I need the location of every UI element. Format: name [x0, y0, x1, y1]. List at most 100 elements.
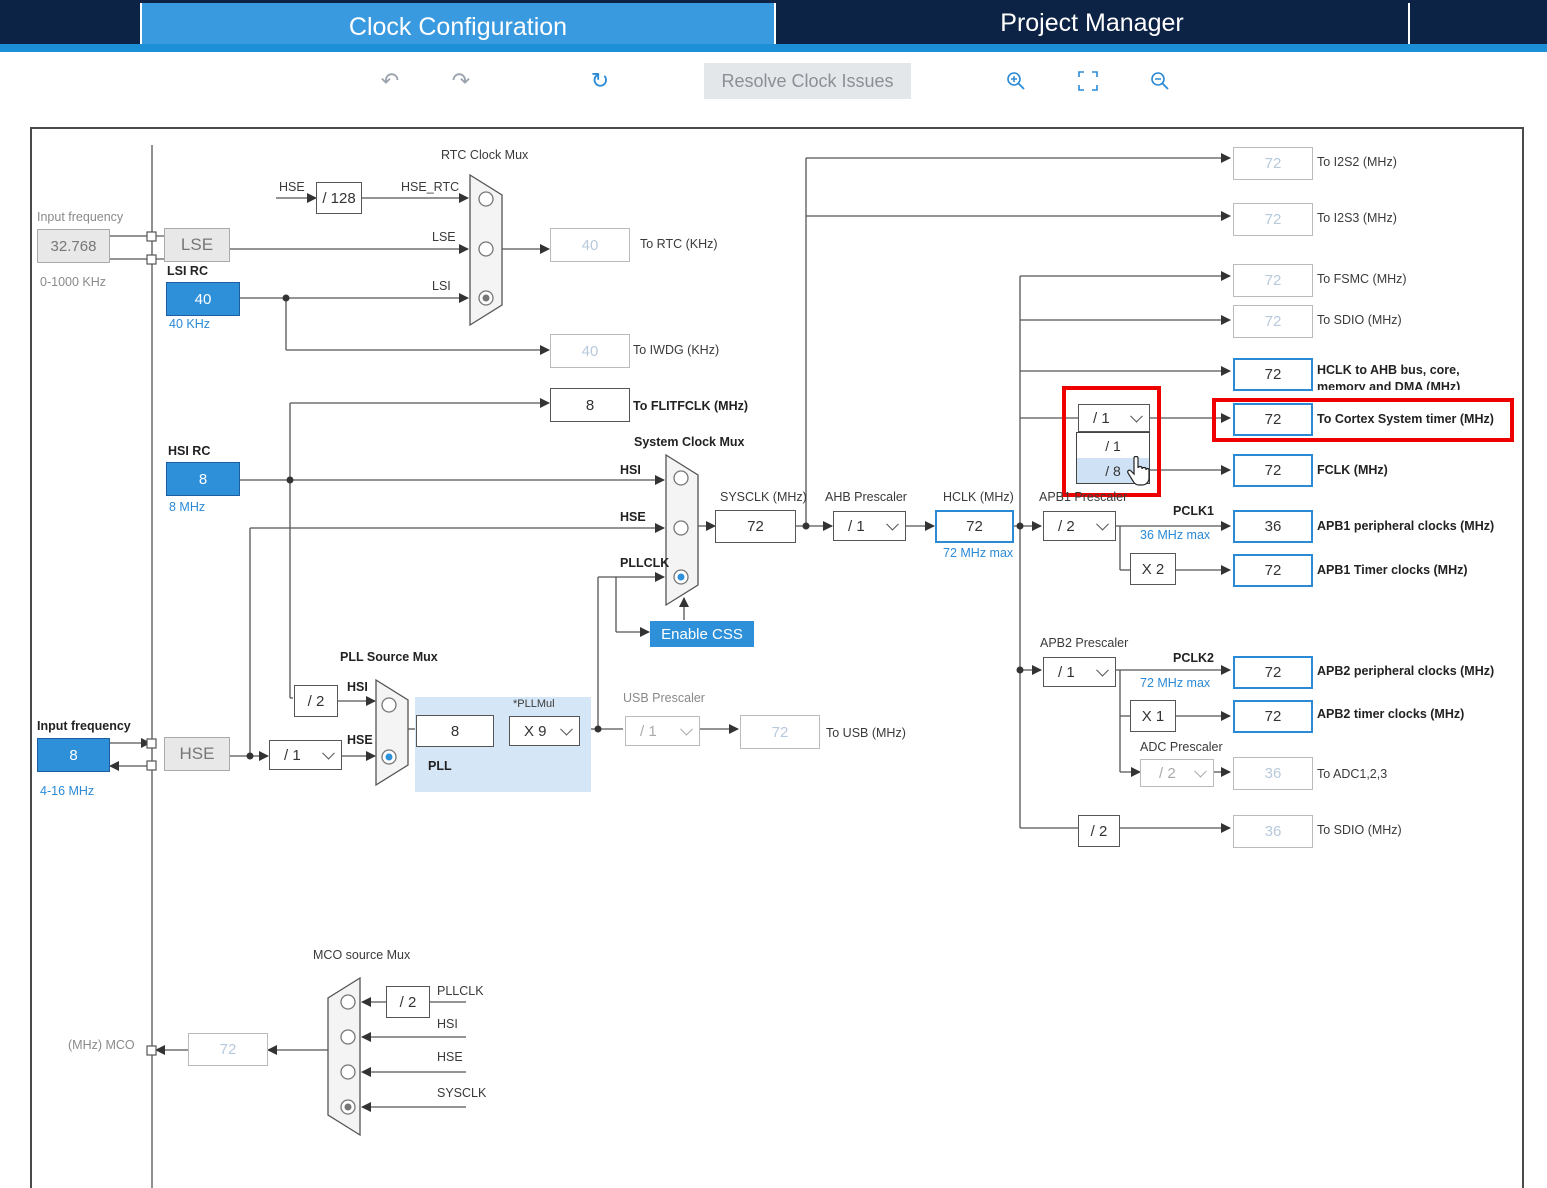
sysmux-hsi-label: HSI	[620, 463, 641, 477]
rtc-clock-mux-label: RTC Clock Mux	[441, 148, 529, 162]
pll-input-value: 8	[416, 715, 494, 747]
adc-prescaler-dropdown[interactable]: / 2	[1140, 759, 1214, 787]
mco-output-value: 72	[188, 1033, 268, 1066]
chevron-down-icon	[1194, 764, 1207, 778]
hse-prediv-dropdown[interactable]: / 1	[269, 740, 342, 770]
apb2-prescaler-dropdown[interactable]: / 1	[1043, 657, 1116, 687]
ahb-prescaler-label: AHB Prescaler	[825, 490, 907, 504]
i2s3-output-value: 72	[1233, 203, 1313, 236]
lsi-rc-label: LSI RC	[167, 264, 208, 278]
tab-project-manager[interactable]: Project Manager	[776, 3, 1408, 44]
apb2-peripheral-output-value: 72	[1233, 656, 1313, 689]
hse-source[interactable]: HSE	[164, 737, 230, 771]
tab-divider	[140, 3, 142, 44]
lse-input-frequency-label: Input frequency	[37, 210, 124, 224]
apb2-timer-output-value: 72	[1233, 700, 1313, 733]
tab-label: Project Manager	[1000, 9, 1184, 37]
mco-label: (MHz) MCO	[68, 1038, 135, 1052]
cortex-prescaler-options: / 1 / 8	[1076, 432, 1150, 484]
apb1-timer-multiplier: X 2	[1130, 553, 1176, 585]
enable-css-button[interactable]: Enable CSS	[650, 621, 754, 647]
pclk1-max-label: 36 MHz max	[1140, 528, 1211, 542]
i2s2-output-label: To I2S2 (MHz)	[1317, 155, 1397, 169]
hclk-label: HCLK (MHz)	[943, 490, 1014, 504]
adc-prescaler-value: / 2	[1159, 764, 1176, 782]
lse-source[interactable]: LSE	[164, 228, 230, 262]
pllmul-value: X 9	[524, 722, 547, 740]
zoom-out-icon[interactable]	[1147, 68, 1173, 94]
tab-accent-bar	[0, 44, 1547, 52]
sysclk-label: SYSCLK (MHz)	[720, 490, 807, 504]
tab-bar: Clock Configuration Project Manager	[0, 0, 1547, 52]
apb2-timer-output-label: APB2 timer clocks (MHz)	[1317, 707, 1465, 721]
usb-prescaler-value: / 1	[640, 722, 657, 740]
system-clock-mux-label: System Clock Mux	[634, 435, 745, 449]
sdio-hclk-divider: / 2	[1078, 815, 1120, 847]
hclk-field[interactable]: 72	[935, 510, 1014, 543]
flitfclk-output-value: 8	[550, 388, 630, 422]
chevron-down-icon	[886, 517, 899, 531]
ahb-prescaler-dropdown[interactable]: / 1	[833, 511, 906, 541]
undo-icon[interactable]: ↶	[380, 68, 400, 93]
apb1-timer-output-label: APB1 Timer clocks (MHz)	[1317, 563, 1468, 577]
lsi-frequency-label: 40 KHz	[169, 317, 210, 331]
sdio2-output-label: To SDIO (MHz)	[1317, 823, 1402, 837]
tab-clock-configuration[interactable]: Clock Configuration	[142, 3, 774, 52]
mco-hse-label: HSE	[437, 1050, 463, 1064]
rtc-hse-divider[interactable]: / 128	[316, 182, 362, 214]
pll-source-mux	[375, 678, 409, 787]
fclk-output-label: FCLK (MHz)	[1317, 463, 1388, 477]
adc-output-value: 36	[1233, 757, 1313, 790]
zoom-in-icon[interactable]	[1003, 68, 1029, 94]
pclk1-label: PCLK1	[1173, 504, 1214, 518]
fit-screen-icon[interactable]	[1075, 68, 1101, 94]
ahb-prescaler-value: / 1	[848, 517, 865, 535]
apb2-peripheral-output-label: APB2 peripheral clocks (MHz)	[1317, 664, 1495, 678]
i2s2-output-value: 72	[1233, 147, 1313, 180]
dropdown-option[interactable]: / 1	[1105, 437, 1121, 454]
apb2-timer-multiplier: X 1	[1130, 700, 1176, 732]
hse-input-frequency-field[interactable]: 8	[37, 738, 110, 772]
refresh-icon[interactable]: ↻	[590, 68, 610, 93]
mco-pllclk-label: PLLCLK	[437, 984, 484, 998]
hclk-ahb-label-clip: memory and DMA (MHz)	[1317, 379, 1467, 390]
apb2-prescaler-label: APB2 Prescaler	[1040, 636, 1129, 650]
pll-hsi-divider: / 2	[294, 685, 338, 717]
cortex-output-highlight	[1212, 398, 1514, 442]
pllmul-dropdown[interactable]: X 9	[509, 716, 580, 746]
resolve-clock-issues-button[interactable]: Resolve Clock Issues	[704, 63, 911, 99]
chevron-down-icon	[322, 746, 335, 760]
sysclk-value: 72	[715, 510, 796, 543]
rtc-output-label: To RTC (KHz)	[640, 237, 718, 251]
hand-cursor-icon	[1127, 456, 1150, 486]
cortex-timer-prescaler-value: / 1	[1093, 409, 1110, 427]
usb-prescaler-dropdown[interactable]: / 1	[625, 716, 700, 746]
hsi-frequency-label: 8 MHz	[169, 500, 206, 514]
hsi-rc-label: HSI RC	[168, 444, 211, 458]
hse-range-label: 4-16 MHz	[40, 784, 95, 798]
sysmux-pllclk-label: PLLCLK	[620, 556, 670, 570]
lse-input-frequency-field[interactable]: 32.768	[37, 229, 110, 263]
iwdg-output-label: To IWDG (KHz)	[633, 343, 720, 357]
pll-label: PLL	[428, 759, 452, 773]
hsi-rc-source: 8	[166, 462, 240, 496]
iwdg-output-value: 40	[550, 334, 630, 368]
sdio2-output-value: 36	[1233, 815, 1313, 848]
apb1-prescaler-dropdown[interactable]: / 2	[1043, 511, 1116, 541]
usb-output-label: To USB (MHz)	[826, 726, 906, 740]
cortex-timer-prescaler-dropdown[interactable]: / 1	[1078, 404, 1150, 432]
tab-divider	[774, 3, 776, 44]
fsmc-output-value: 72	[1233, 264, 1313, 297]
hclk-ahb-output-label: HCLK to AHB bus, core,	[1317, 363, 1460, 377]
chevron-down-icon	[560, 722, 573, 736]
fsmc-output-label: To FSMC (MHz)	[1317, 272, 1407, 286]
lsi-rc-source: 40	[166, 282, 240, 316]
fclk-output-value: 72	[1233, 454, 1313, 487]
redo-icon[interactable]: ↷	[451, 68, 471, 93]
sysmux-hse-label: HSE	[620, 510, 646, 524]
flitfclk-output-label: To FLITFCLK (MHz)	[633, 399, 749, 413]
mco-pllclk-divider: / 2	[386, 986, 430, 1018]
mco-source-mux-label: MCO source Mux	[313, 948, 411, 962]
rtc-lse-label: LSE	[432, 230, 456, 244]
